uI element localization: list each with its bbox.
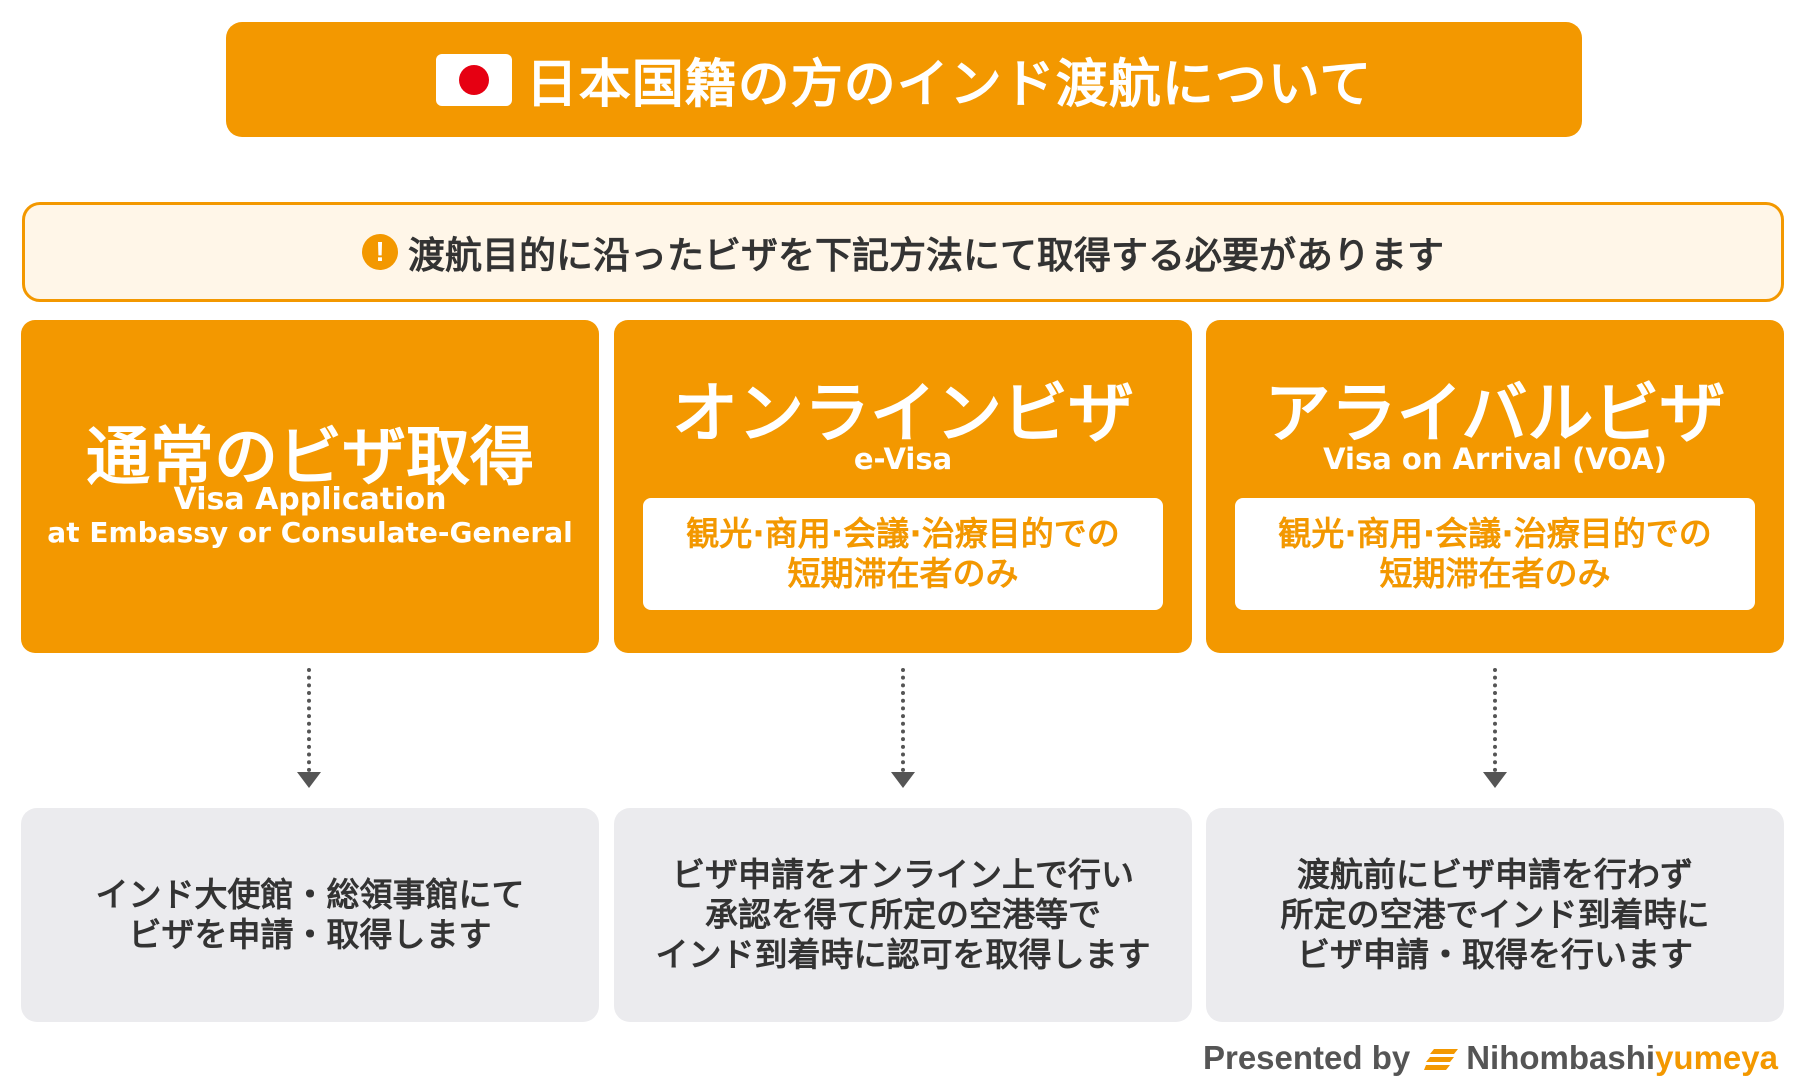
description-box-e-visa: ビザ申請をオンライン上で行い 承認を得て所定の空港等で インド到着時に認可を取得… [614,808,1192,1022]
description-line: 渡航前にビザ申請を行わず [1297,855,1693,894]
card-title: 通常のビザ取得 [86,421,534,495]
page-title: 日本国籍の方のインド渡航について [525,55,1373,115]
flag-red-circle [458,64,489,95]
description-line: 承認を得て所定の空港等で [705,895,1101,934]
arrow-head [297,772,321,788]
card-visa-on-arrival: アライバルビザ Visa on Arrival (VOA) 観光·商用·会議·治… [1206,320,1784,653]
arrow-dotted-line [1493,668,1497,772]
condition-line2: 短期滞在者のみ [787,554,1019,593]
description-line: ビザ申請をオンライン上で行い [672,855,1134,894]
card-e-visa: オンラインビザ e-Visa 観光·商用·会議·治療目的での 短期滞在者のみ [614,320,1192,653]
japan-flag-icon [435,53,512,106]
arrow-dotted-line [307,668,311,772]
card-subtitle-line1: Visa Application [173,482,447,517]
yumeya-logo-icon [1424,1049,1459,1070]
arrow-head [1483,772,1507,788]
header-banner: 日本国籍の方のインド渡航について [226,22,1582,137]
description-line: ビザを申請・取得します [128,915,492,954]
description-line: インド到着時に認可を取得します [655,935,1151,974]
condition-line1: 観光·商用·会議·治療目的での [686,514,1120,553]
card-condition-box: 観光·商用·会議·治療目的での 短期滞在者のみ [643,498,1163,610]
brand-name-part1: Nihombashi [1466,1039,1656,1076]
card-subtitle: Visa on Arrival (VOA) [1323,442,1667,476]
description-box-embassy: インド大使館・総領事館にて ビザを申請・取得します [21,808,599,1022]
description-line: インド大使館・総領事館にて [95,875,525,914]
condition-line1: 観光·商用·会議·治療目的での [1278,514,1712,553]
card-embassy-visa: 通常のビザ取得 Visa Application at Embassy or C… [21,320,599,653]
card-subtitle-line2: at Embassy or Consulate-General [47,516,573,549]
arrow-dotted-line [901,668,905,772]
brand-name-part2: yumeya [1655,1039,1778,1076]
description-line: 所定の空港でインド到着時に [1280,895,1710,934]
card-title: アライバルビザ [1264,375,1726,452]
down-arrow-icon [294,668,324,793]
card-title: オンラインビザ [672,375,1134,452]
condition-line2: 短期滞在者のみ [1379,554,1611,593]
arrow-head [891,772,915,788]
description-box-voa: 渡航前にビザ申請を行わず 所定の空港でインド到着時に ビザ申請・取得を行います [1206,808,1784,1022]
down-arrow-icon [1480,668,1510,793]
card-condition-box: 観光·商用·会議·治療目的での 短期滞在者のみ [1235,498,1755,610]
exclamation-icon: ! [362,234,398,270]
down-arrow-icon [888,668,918,793]
notice-text: 渡航目的に沿ったビザを下記方法にて取得する必要があります [408,234,1444,277]
card-subtitle: e-Visa [853,442,953,476]
notice-bar: ! 渡航目的に沿ったビザを下記方法にて取得する必要があります [22,202,1784,302]
credit-prefix: Presented by [1202,1039,1411,1076]
description-line: ビザ申請・取得を行います [1297,935,1693,974]
